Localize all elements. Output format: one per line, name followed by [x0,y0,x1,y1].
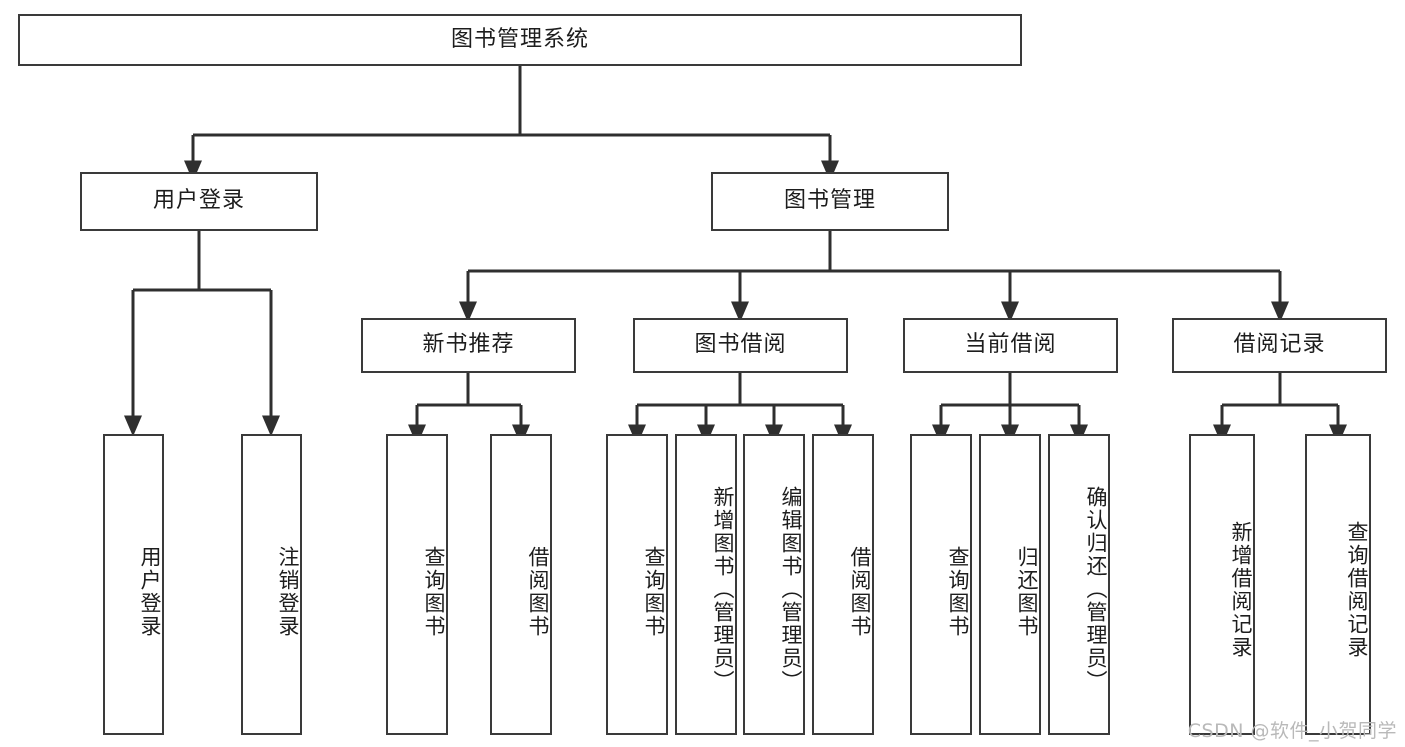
node-label: 借阅图书 [848,545,872,638]
node-borrow-record[interactable]: 借阅记录 [1172,318,1387,373]
node-label: 图书管理系统 [450,26,589,52]
node-root[interactable]: 图书管理系统 [18,14,1022,66]
leaf-edit-book-admin[interactable]: 编辑图书（管理员） [743,434,805,735]
leaf-add-borrow-record[interactable]: 新增借阅记录 [1189,434,1255,735]
watermark: CSDN @软件_小贺同学 [1187,720,1397,742]
node-label: 当前借阅 [964,332,1057,358]
node-label: 编辑图书（管理员） [779,486,803,693]
node-label: 用户登录 [138,545,162,638]
leaf-query-book-recommend[interactable]: 查询图书 [386,434,448,735]
node-label: 查询图书 [946,545,970,638]
node-label: 查询借阅记录 [1345,520,1369,659]
leaf-query-book-borrow[interactable]: 查询图书 [606,434,668,735]
node-label: 借阅记录 [1233,332,1326,358]
leaf-return-book[interactable]: 归还图书 [979,434,1041,735]
node-book-management[interactable]: 图书管理 [711,172,949,231]
leaf-confirm-return-admin[interactable]: 确认归还（管理员） [1048,434,1110,735]
node-label: 图书管理 [783,188,876,214]
node-label: 图书借阅 [694,332,787,358]
leaf-borrow-book[interactable]: 借阅图书 [812,434,874,735]
node-label: 查询图书 [642,545,666,638]
leaf-user-login[interactable]: 用户登录 [103,434,164,735]
leaf-borrow-book-recommend[interactable]: 借阅图书 [490,434,552,735]
leaf-add-book-admin[interactable]: 新增图书（管理员） [675,434,737,735]
node-new-book-recommend[interactable]: 新书推荐 [361,318,576,373]
node-label: 新书推荐 [422,332,515,358]
node-book-borrow[interactable]: 图书借阅 [633,318,848,373]
leaf-query-book-current[interactable]: 查询图书 [910,434,972,735]
node-label: 借阅图书 [526,545,550,638]
node-user-login[interactable]: 用户登录 [80,172,318,231]
leaf-logout[interactable]: 注销登录 [241,434,302,735]
node-label: 新增图书（管理员） [711,486,735,693]
node-label: 新增借阅记录 [1229,520,1253,659]
leaf-query-borrow-record[interactable]: 查询借阅记录 [1305,434,1371,735]
node-current-borrow[interactable]: 当前借阅 [903,318,1118,373]
node-label: 用户登录 [152,188,245,214]
node-label: 注销登录 [276,545,300,638]
node-label: 归还图书 [1015,545,1039,638]
node-label: 确认归还（管理员） [1084,486,1108,693]
node-label: 查询图书 [422,545,446,638]
